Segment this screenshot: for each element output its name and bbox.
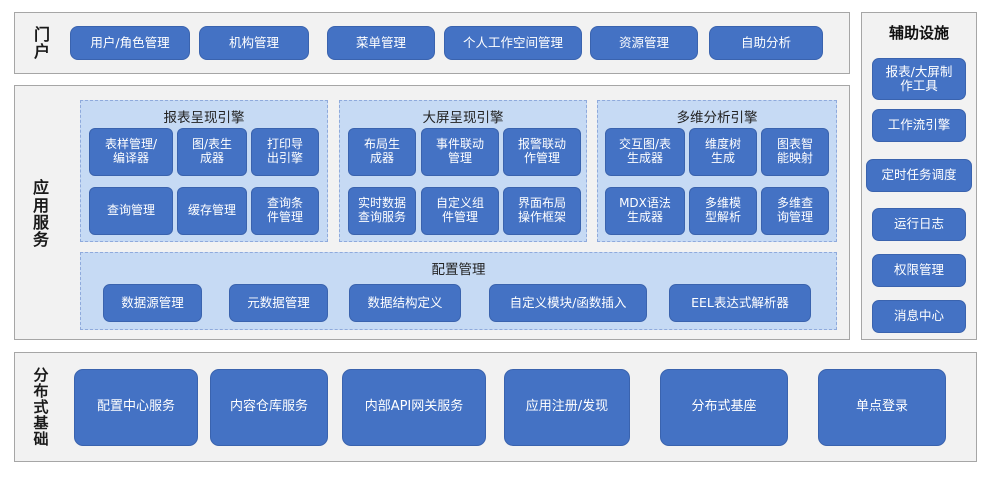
config-button-eel-expression-parser[interactable]: EEL表达式解析器 [669, 284, 811, 322]
engine-group-bigscreen-title: 大屏呈现引擎 [422, 110, 504, 126]
app-service-label-char-3: 务 [32, 230, 49, 250]
portal-section-label: 门 户 [22, 16, 62, 70]
btn-line-1: 图/表生 [191, 137, 233, 152]
engine-group-olap-title: 多维分析引擎 [676, 110, 758, 126]
config-button-custom-module-function-insert[interactable]: 自定义模块/函数插入 [489, 284, 647, 322]
config-button-data-structure-definition[interactable]: 数据结构定义 [349, 284, 461, 322]
engine-olap-item-dimension-tree-generation[interactable]: 维度树 生成 [689, 128, 757, 176]
portal-button-user-role-management[interactable]: 用户/角色管理 [70, 26, 190, 60]
infra-button-internal-api-gateway-service[interactable]: 内部API网关服务 [342, 369, 486, 446]
portal-button-org-management[interactable]: 机构管理 [199, 26, 309, 60]
engine-olap-item-multidim-model-parsing[interactable]: 多维模 型解析 [689, 187, 757, 235]
btn-line-1: 交互图/表 [618, 137, 672, 152]
btn-line-1: 缓存管理 [187, 203, 236, 218]
infra-label-char-1: 布 [33, 381, 49, 400]
app-service-label-char-1: 用 [32, 195, 49, 215]
btn-line-2: 出引擎 [266, 151, 303, 165]
infrastructure-section-label: 分 布 式 基 础 [20, 358, 62, 456]
engine-report-item-print-export-engine[interactable]: 打印导 出引擎 [251, 128, 319, 176]
aux-facilities-title: 辅助设施 [888, 24, 949, 42]
app-service-label-char-0: 应 [32, 178, 49, 198]
btn-line-1: 实时数据 [357, 196, 406, 211]
portal-label-char-1: 户 [33, 42, 50, 61]
engine-bigscreen-item-ui-layout-operation-framework[interactable]: 界面布局 操作框架 [503, 187, 581, 235]
engine-bigscreen-item-realtime-data-query-service[interactable]: 实时数据 查询服务 [348, 187, 416, 235]
btn-line-1: 界面布局 [517, 196, 566, 211]
infra-button-content-repository-service[interactable]: 内容仓库服务 [210, 369, 328, 446]
infra-label-char-2: 式 [33, 397, 49, 416]
engine-report-item-table-template-editor[interactable]: 表样管理/ 编译器 [89, 128, 173, 176]
btn-line-2: 询管理 [776, 210, 813, 224]
btn-line-2: 生成 [710, 151, 735, 165]
btn-line-1: 报警联动 [517, 137, 566, 152]
btn-line-1: 多维模 [704, 196, 741, 211]
btn-line-2: 件管理 [266, 210, 303, 224]
btn-line-2: 生成器 [626, 210, 663, 224]
engine-report-item-query-management[interactable]: 查询管理 [89, 187, 173, 235]
portal-button-personal-workspace-management[interactable]: 个人工作空间管理 [444, 26, 582, 60]
btn-line-2: 成器 [199, 151, 224, 165]
btn-line-1: 打印导 [266, 137, 303, 152]
portal-label-char-0: 门 [33, 24, 50, 44]
engine-olap-item-chart-smart-mapping[interactable]: 图表智 能映射 [761, 128, 829, 176]
btn-line-2: 查询服务 [357, 210, 406, 224]
btn-line-2: 管理 [447, 151, 472, 165]
config-button-datasource-management[interactable]: 数据源管理 [103, 284, 202, 322]
engine-report-item-query-condition-management[interactable]: 查询条 件管理 [251, 187, 319, 235]
infra-label-char-3: 基 [33, 414, 49, 433]
engine-olap-item-multidim-query-management[interactable]: 多维查 询管理 [761, 187, 829, 235]
btn-line-1: 表样管理/ [104, 137, 158, 152]
config-button-metadata-management[interactable]: 元数据管理 [229, 284, 328, 322]
btn-line-2: 操作框架 [517, 210, 566, 224]
aux-button-workflow-engine[interactable]: 工作流引擎 [872, 109, 966, 142]
portal-button-resource-management[interactable]: 资源管理 [590, 26, 698, 60]
app-service-section-label: 应 用 服 务 [20, 150, 62, 278]
engine-bigscreen-item-custom-component-management[interactable]: 自定义组 件管理 [421, 187, 499, 235]
btn-line-2: 作管理 [523, 151, 560, 165]
btn-line-1: 自定义组 [435, 196, 484, 211]
portal-button-self-service-analysis[interactable]: 自助分析 [709, 26, 823, 60]
app-service-label-char-2: 服 [32, 213, 49, 232]
btn-line-1: 布局生 [363, 137, 400, 152]
btn-line-1: 多维查 [776, 196, 813, 211]
engine-bigscreen-item-layout-generator[interactable]: 布局生 成器 [348, 128, 416, 176]
engine-report-item-cache-management[interactable]: 缓存管理 [177, 187, 247, 235]
btn-line-2: 件管理 [441, 210, 478, 224]
aux-button-message-center[interactable]: 消息中心 [872, 300, 966, 333]
btn-line-2: 成器 [369, 151, 394, 165]
infra-button-distributed-base[interactable]: 分布式基座 [660, 369, 788, 446]
btn-line-1: 事件联动 [435, 137, 484, 152]
engine-bigscreen-item-event-linkage-management[interactable]: 事件联动 管理 [421, 128, 499, 176]
btn-line-2: 型解析 [704, 210, 741, 224]
btn-line-2: 作工具 [900, 78, 938, 93]
engine-olap-item-interactive-chart-table-generator[interactable]: 交互图/表 生成器 [605, 128, 685, 176]
engine-olap-item-mdx-syntax-generator[interactable]: MDX语法 生成器 [605, 187, 685, 235]
aux-button-scheduled-task-dispatch[interactable]: 定时任务调度 [866, 159, 972, 192]
infra-button-single-sign-on[interactable]: 单点登录 [818, 369, 946, 446]
engine-bigscreen-item-alarm-linkage-action-management[interactable]: 报警联动 作管理 [503, 128, 581, 176]
aux-button-report-bigscreen-authoring-tool[interactable]: 报表/大屏制 作工具 [872, 58, 966, 100]
btn-line-1: 查询管理 [106, 203, 155, 218]
infra-button-app-registration-discovery[interactable]: 应用注册/发现 [504, 369, 630, 446]
btn-line-2: 生成器 [626, 151, 663, 165]
portal-button-menu-management[interactable]: 菜单管理 [327, 26, 435, 60]
btn-line-1: 查询条 [266, 196, 303, 211]
btn-line-2: 编译器 [112, 151, 149, 165]
config-management-title: 配置管理 [431, 262, 486, 278]
btn-line-1: MDX语法 [619, 196, 671, 211]
infra-label-char-0: 分 [33, 365, 49, 384]
aux-button-runtime-log[interactable]: 运行日志 [872, 208, 966, 241]
infra-label-char-4: 础 [33, 430, 49, 449]
btn-line-1: 报表/大屏制 [885, 63, 953, 79]
btn-line-1: 维度树 [704, 137, 741, 152]
btn-line-1: 图表智 [776, 137, 813, 152]
infra-button-config-center-service[interactable]: 配置中心服务 [74, 369, 198, 446]
aux-button-permission-management[interactable]: 权限管理 [872, 254, 966, 287]
engine-group-report-title: 报表呈现引擎 [163, 110, 245, 126]
btn-line-2: 能映射 [776, 151, 813, 165]
engine-report-item-chart-table-generator[interactable]: 图/表生 成器 [177, 128, 247, 176]
